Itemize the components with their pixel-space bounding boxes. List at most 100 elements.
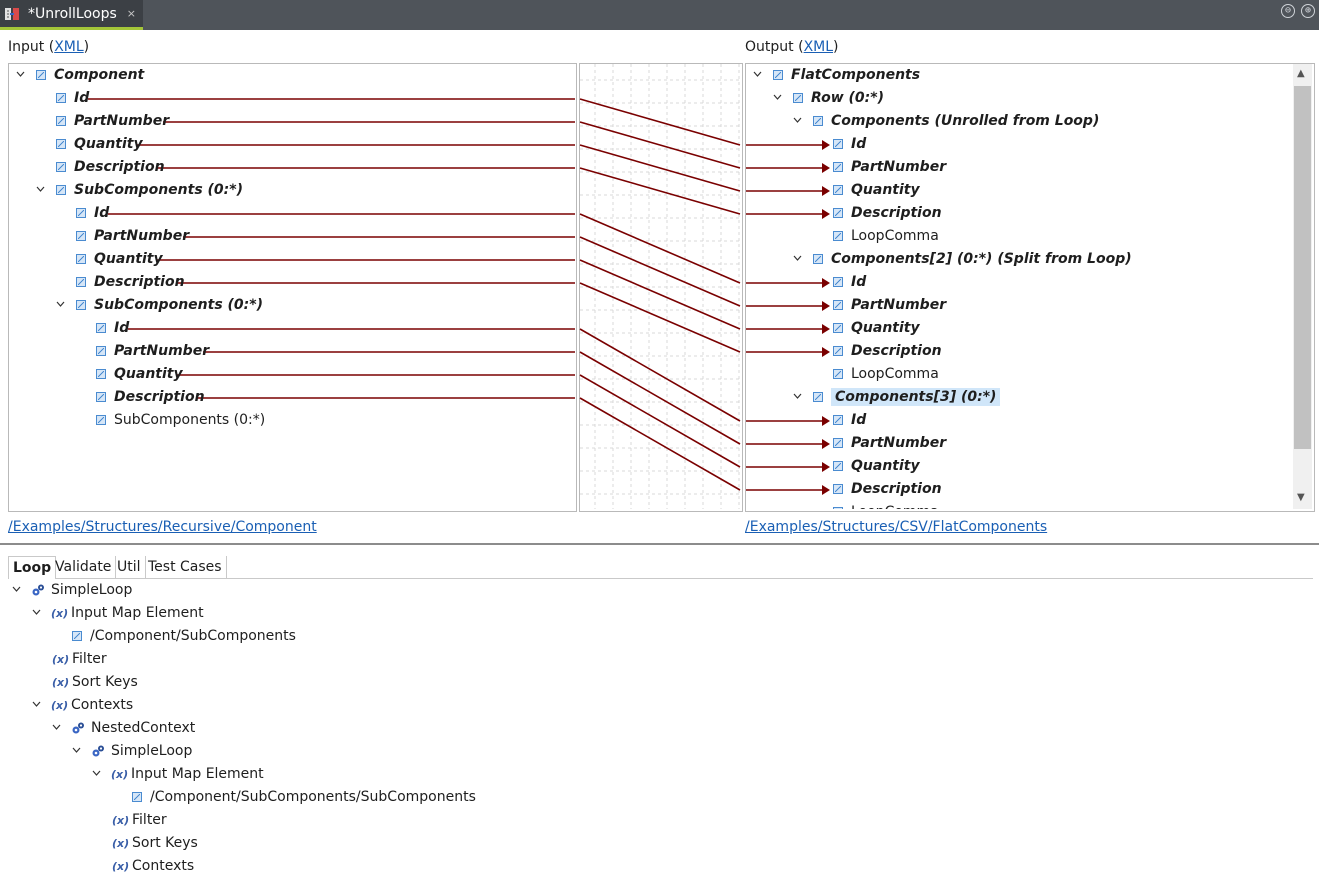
mapping-line[interactable] — [579, 121, 741, 169]
minimize-icon[interactable]: ⊖ — [1281, 4, 1295, 18]
loop-gear-icon — [91, 744, 105, 758]
out-tree-row[interactable]: Description — [813, 478, 942, 500]
out-tree-row[interactable]: LoopComma — [813, 363, 939, 385]
in-tree-row[interactable]: Description — [76, 386, 205, 408]
out-tree-row[interactable]: LoopComma — [813, 501, 939, 509]
chevron-down-icon[interactable] — [92, 770, 101, 778]
out-tree-row[interactable]: PartNumber — [813, 294, 946, 316]
arrow-head-icon — [822, 485, 830, 495]
in-tree-row[interactable]: Description — [56, 271, 185, 293]
mapping-line[interactable] — [579, 374, 741, 468]
chevron-down-icon[interactable] — [72, 747, 81, 755]
mapping-line[interactable] — [579, 213, 741, 284]
chevron-down-icon[interactable] — [36, 186, 45, 194]
out-tree-row[interactable]: PartNumber — [813, 432, 946, 454]
out-tree-row[interactable]: Id — [813, 271, 866, 293]
in-tree-row[interactable]: Quantity — [56, 248, 163, 270]
mapping-line[interactable] — [579, 282, 741, 353]
mapping-line[interactable] — [579, 144, 741, 192]
out-tree-row[interactable]: Id — [813, 409, 866, 431]
out-tree-row[interactable]: Components[3] (0:*) — [793, 386, 1001, 408]
chevron-down-icon[interactable] — [773, 94, 782, 102]
in-tree-row[interactable]: SubComponents (0:*) — [56, 294, 263, 316]
in-tree-row[interactable]: Quantity — [36, 133, 143, 155]
close-tab-icon[interactable]: × — [126, 7, 136, 20]
out-tree-row[interactable]: FlatComponents — [753, 64, 920, 86]
out-tree-row[interactable]: Quantity — [813, 317, 920, 339]
out-tree-row[interactable]: Description — [813, 340, 942, 362]
out-tree-row[interactable]: PartNumber — [813, 156, 946, 178]
scroll-down-icon[interactable]: ▼ — [1297, 492, 1305, 503]
chevron-down-icon[interactable] — [32, 701, 41, 709]
in-tree-row[interactable]: Id — [76, 317, 129, 339]
loop-tree-row[interactable]: (x)Filter — [32, 648, 107, 670]
loop-tree-row[interactable]: (x)Contexts — [92, 855, 194, 877]
mapping-line[interactable] — [579, 259, 741, 330]
chevron-down-icon[interactable] — [32, 609, 41, 617]
output-format-link[interactable]: XML — [803, 39, 834, 55]
input-tree-panel[interactable] — [8, 63, 577, 512]
out-tree-row[interactable]: Id — [813, 133, 866, 155]
out-tree-row[interactable]: Quantity — [813, 179, 920, 201]
tab-loop[interactable]: Loop — [8, 556, 57, 579]
chevron-down-icon[interactable] — [52, 724, 61, 732]
in-tree-row[interactable]: Id — [56, 202, 109, 224]
in-tree-row[interactable]: SubComponents (0:*) — [76, 409, 265, 431]
loop-tree-row[interactable]: NestedContext — [52, 717, 195, 739]
output-tree-panel[interactable] — [745, 63, 1315, 512]
scroll-up-icon[interactable]: ▲ — [1297, 68, 1305, 79]
loop-tree[interactable]: SimpleLoop(x)Input Map Element/Component… — [0, 579, 1319, 887]
editor-tab[interactable]: *UnrollLoops × — [0, 0, 143, 30]
mapping-line[interactable] — [579, 236, 741, 307]
in-tree-row[interactable]: Component — [16, 64, 144, 86]
chevron-down-icon[interactable] — [16, 71, 25, 79]
chevron-down-icon[interactable] — [56, 301, 65, 309]
out-tree-row[interactable]: Description — [813, 202, 942, 224]
tab-util[interactable]: Util — [113, 556, 146, 578]
chevron-down-icon[interactable] — [12, 586, 21, 594]
loop-tree-row[interactable]: (x)Contexts — [32, 694, 133, 716]
mapping-line[interactable] — [579, 328, 741, 422]
loop-tree-row[interactable]: /Component/SubComponents — [52, 625, 296, 647]
in-node-label: Id — [74, 90, 90, 106]
panel-splitter[interactable] — [0, 543, 1319, 545]
chevron-down-icon[interactable] — [753, 71, 762, 79]
out-tree-row[interactable]: Quantity — [813, 455, 920, 477]
loop-tree-row[interactable]: (x)Sort Keys — [32, 671, 138, 693]
output-path-link[interactable]: /Examples/Structures/CSV/FlatComponents — [745, 519, 1048, 535]
chevron-down-icon[interactable] — [793, 255, 802, 263]
in-node-label: SubComponents (0:*) — [74, 182, 243, 198]
loop-tree-row[interactable]: (x)Input Map Element — [92, 763, 264, 785]
in-tree-row[interactable]: Description — [36, 156, 165, 178]
loop-tree-row[interactable]: (x)Filter — [92, 809, 167, 831]
in-tree-row[interactable]: SubComponents (0:*) — [36, 179, 243, 201]
maximize-icon[interactable]: ⊕ — [1301, 4, 1315, 18]
in-tree-row[interactable]: Id — [36, 87, 89, 109]
loop-tree-row[interactable]: SimpleLoop — [12, 579, 132, 601]
loop-tree-row[interactable]: SimpleLoop — [72, 740, 192, 762]
out-tree-row[interactable]: Components[2] (0:*) (Split from Loop) — [793, 248, 1132, 270]
out-tree-row[interactable]: Components (Unrolled from Loop) — [793, 110, 1099, 132]
tab-test-cases[interactable]: Test Cases — [144, 556, 227, 578]
output-caption: Output (XML) — [745, 39, 839, 55]
input-format-link[interactable]: XML — [54, 39, 84, 55]
out-tree-row[interactable]: LoopComma — [813, 225, 939, 247]
tab-validate[interactable]: Validate — [51, 556, 117, 578]
out-tree-row[interactable]: Row (0:*) — [773, 87, 884, 109]
in-tree-row[interactable]: PartNumber — [56, 225, 189, 247]
out-node-label: Components (Unrolled from Loop) — [831, 113, 1100, 129]
chevron-down-icon[interactable] — [793, 393, 802, 401]
mapping-line[interactable] — [579, 351, 741, 445]
chevron-down-icon[interactable] — [793, 117, 802, 125]
input-path-link[interactable]: /Examples/Structures/Recursive/Component — [8, 519, 317, 535]
in-tree-row[interactable]: Quantity — [76, 363, 183, 385]
loop-tree-row[interactable]: (x)Input Map Element — [32, 602, 204, 624]
in-tree-row[interactable]: PartNumber — [76, 340, 209, 362]
loop-tree-row[interactable]: (x)Sort Keys — [92, 832, 198, 854]
loop-tree-row[interactable]: /Component/SubComponents/SubComponents — [112, 786, 476, 808]
in-tree-row[interactable]: PartNumber — [36, 110, 169, 132]
mapping-line[interactable] — [579, 397, 741, 491]
output-scrollbar-thumb[interactable] — [1294, 86, 1311, 449]
mapping-line[interactable] — [579, 98, 741, 146]
mapping-line[interactable] — [579, 167, 741, 215]
